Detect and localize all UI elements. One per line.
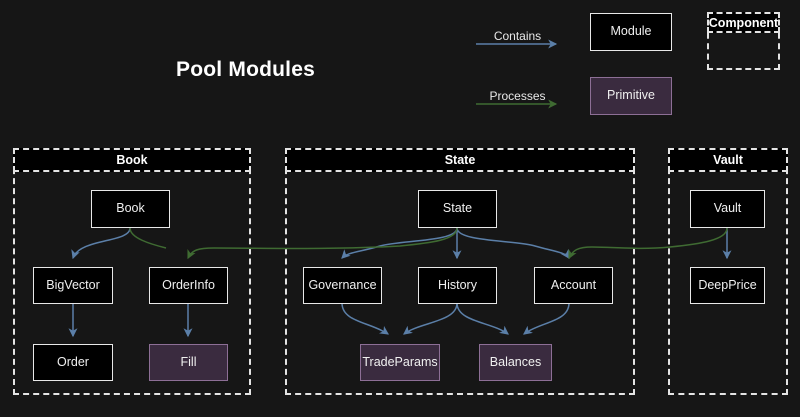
group-book-label: Book — [13, 148, 251, 172]
node-balances[interactable]: Balances — [479, 344, 552, 381]
node-fill[interactable]: Fill — [149, 344, 228, 381]
group-state-label: State — [285, 148, 635, 172]
node-history[interactable]: History — [418, 267, 497, 304]
node-deepprice[interactable]: DeepPrice — [690, 267, 765, 304]
legend-module-box: Module — [590, 13, 672, 51]
group-vault-label: Vault — [668, 148, 788, 172]
node-orderinfo[interactable]: OrderInfo — [149, 267, 228, 304]
legend-primitive-box: Primitive — [590, 77, 672, 115]
node-order[interactable]: Order — [33, 344, 113, 381]
node-governance[interactable]: Governance — [303, 267, 382, 304]
legend-component-label: Component — [707, 12, 780, 33]
legend-contains-label: Contains — [493, 29, 542, 43]
node-bigvector[interactable]: BigVector — [33, 267, 113, 304]
node-tradeparams[interactable]: TradeParams — [360, 344, 440, 381]
node-book[interactable]: Book — [91, 190, 170, 228]
legend-processes-label: Processes — [489, 89, 546, 103]
node-state[interactable]: State — [418, 190, 497, 228]
node-vault[interactable]: Vault — [690, 190, 765, 228]
page-title: Pool Modules — [176, 58, 315, 81]
node-account[interactable]: Account — [534, 267, 613, 304]
